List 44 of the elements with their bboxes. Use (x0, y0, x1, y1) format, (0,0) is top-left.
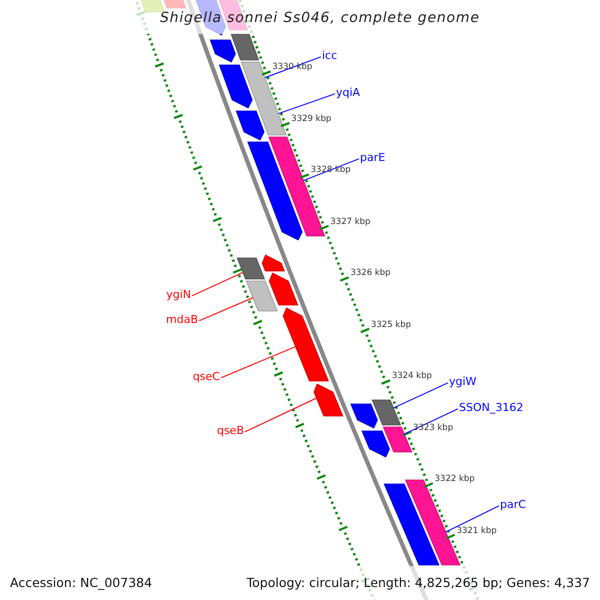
leader-line (302, 158, 360, 182)
leader-line (192, 272, 244, 296)
scale-label: 3322 kbp (434, 474, 475, 484)
gene-block (236, 258, 266, 280)
gene-label: icc (322, 49, 338, 62)
genome-info-text: Topology: circular; Length: 4,825,265 bp; Genes: 4,337 (246, 575, 590, 591)
scale-label: 3325 kbp (370, 320, 412, 330)
leader-line (220, 346, 296, 378)
gene-label: yqiA (336, 86, 360, 99)
gene-feature (247, 142, 303, 241)
leader-line (392, 382, 448, 408)
leader-line (244, 398, 317, 432)
scale-label: 3324 kbp (392, 371, 432, 381)
scale-label: 3328 kbp (310, 165, 351, 175)
title: Shigella sonnei Ss046, complete genome (160, 9, 480, 27)
scale-label: 3326 kbp (350, 268, 391, 278)
scale-label: 3321 kbp (456, 526, 497, 536)
gene-feature (350, 404, 378, 429)
leader-line (278, 93, 336, 114)
gene-block (246, 280, 278, 312)
gene-feature (313, 383, 344, 416)
gene-block (372, 400, 402, 426)
gene-feature (361, 430, 390, 458)
gene-label: ygiW (449, 375, 476, 388)
scale-label: 3330 kbp (272, 62, 312, 72)
leader-line (404, 408, 458, 435)
gene-feature (210, 40, 236, 63)
accession-text: Accession: NC_007384 (10, 575, 152, 591)
gene-label: mdaB (166, 313, 198, 326)
leader-line (445, 505, 500, 533)
gene-label: parE (360, 151, 386, 164)
scale-label: 3329 kbp (291, 114, 332, 124)
gene-label: qseB (216, 424, 244, 437)
gene-label: ygiN (166, 288, 191, 301)
leader-line (264, 56, 322, 78)
gene-block (382, 426, 412, 452)
gene-label: qseC (192, 370, 220, 383)
gene-feature (262, 254, 285, 272)
gene-block (384, 484, 440, 566)
gene-feature (236, 110, 265, 141)
gene-label: parC (500, 498, 526, 511)
leader-line (198, 297, 254, 322)
gene-label: SSON_3162 (459, 401, 524, 414)
gene-feature (282, 307, 329, 382)
